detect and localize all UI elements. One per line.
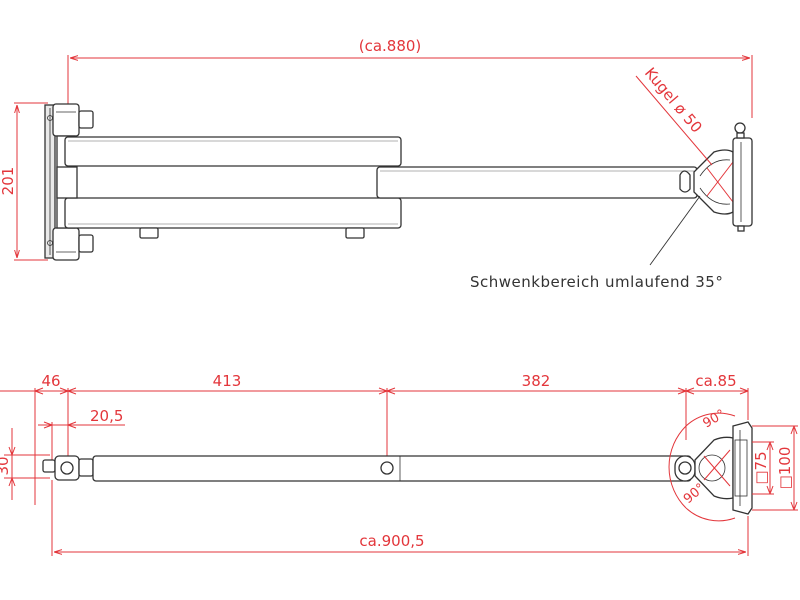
bottom-view: 46 413 382 ca.85 20,5 30 (0, 372, 798, 556)
square-100-label: □100 (776, 447, 794, 490)
bottom-arm (42, 455, 696, 482)
dim-46-label: 46 (41, 372, 60, 390)
lower-arm (64, 197, 402, 229)
upper-arm (64, 136, 402, 167)
bottom-overall-dimension: ca.900,5 (51, 480, 749, 556)
top-view: (ca.880) 201 (0, 37, 753, 291)
top-overall-length-label: (ca.880) (359, 37, 422, 55)
square-75-label: □75 (752, 451, 770, 484)
middle-arm (56, 166, 698, 199)
angle-top-label: 90° (701, 407, 728, 432)
top-overall-dimension: (ca.880) (67, 37, 753, 118)
wall-plate (44, 104, 56, 259)
upper-hinge (52, 103, 94, 137)
left-height-dimension: 30 (0, 428, 50, 500)
ball-diameter-callout: Kugel ø 50 (635, 64, 713, 166)
ball-joint-head (679, 149, 734, 215)
offset-dimension: 20,5 (38, 407, 125, 462)
top-height-dimension: 201 (0, 102, 48, 261)
ball-diameter-label: Kugel ø 50 (641, 64, 706, 136)
mounting-plate-bottom (732, 421, 753, 515)
chain-dimension: 46 413 382 ca.85 (0, 372, 749, 505)
dim-382-label: 382 (522, 372, 551, 390)
dim-85-label: ca.85 (695, 372, 736, 390)
mounting-plate-top (732, 122, 753, 232)
swivel-range-label: Schwenkbereich umlaufend 35° (470, 273, 723, 291)
top-height-label: 201 (0, 167, 17, 196)
lower-hinge (52, 227, 94, 261)
bolt-right (345, 227, 365, 239)
dim-30-label: 30 (0, 456, 12, 475)
bottom-overall-length-label: ca.900,5 (359, 532, 424, 550)
bolt-left (139, 227, 159, 239)
swivel-note: Schwenkbereich umlaufend 35° (470, 195, 723, 291)
dim-413-label: 413 (213, 372, 242, 390)
dim-20-5-label: 20,5 (90, 407, 123, 425)
square-dimensions: □75 □100 (752, 425, 798, 511)
